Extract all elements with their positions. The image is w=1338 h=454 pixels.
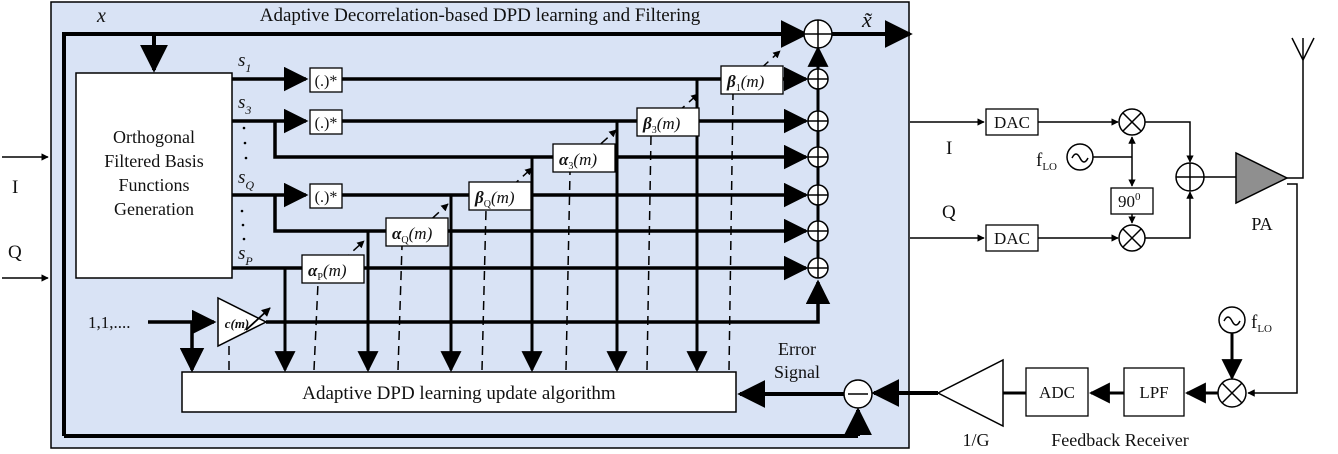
panel-title: Adaptive Decorrelation-based DPD learnin… [260,5,701,26]
svg-text:1/G: 1/G [963,430,990,450]
signal-sq-label: sQ [238,167,254,192]
coef-betaq: βQ(m) [468,181,532,211]
obfg-line-2: Filtered Basis [104,151,204,171]
obfg-line-4: Generation [114,199,194,219]
svg-text:fLO: fLO [1036,150,1057,173]
mixer-rx [1217,378,1247,408]
lo-oscillator-rx: fLO [1218,306,1272,335]
lo-oscillator-tx: fLO [1036,143,1094,173]
lpf-block: LPF [1123,367,1185,417]
adc-block: ADC [1025,367,1089,417]
svg-text:β3(m): β3(m) [642,114,681,136]
svg-text:αQ(m): αQ(m) [392,224,433,246]
ones-input-label: 1,1,.... [88,313,131,332]
svg-text:LPF: LPF [1139,383,1168,402]
coef-beta1: β1(m) [720,65,784,95]
coupler-line [1247,183,1298,397]
ellipsis-dots-lower [240,209,246,241]
update-algorithm-block [181,371,737,413]
mixer-i [1118,108,1146,136]
obfg-line-1: Orthogonal [113,127,195,147]
coef-alphap: αP(m) [301,254,365,284]
conj-block-sq: (.)* [309,183,343,209]
sq-path [273,195,809,244]
svg-text:(.)*: (.)* [315,189,338,206]
feedback-receiver-label: Feedback Receiver [1051,430,1188,450]
gain-cm-triangle: c(m) [217,296,271,348]
iq-combiner [1175,162,1205,192]
output-x-tilde-label: x̃ [861,7,872,32]
antenna-icon [1291,37,1315,61]
svg-text:βQ(m): βQ(m) [474,188,515,210]
tx-i-label: I [946,138,952,159]
svg-text:(.)*: (.)* [315,73,338,90]
svg-text:DAC: DAC [994,113,1030,132]
input-q-label: Q [8,242,22,263]
svg-text:DAC: DAC [994,229,1030,248]
tx-q-label: Q [942,202,956,223]
obfg-block [75,72,233,279]
update-algorithm-label: Adaptive DPD learning update algorithm [302,383,616,404]
s3-path [273,121,809,170]
svg-text:fLO: fLO [1251,312,1272,335]
input-i-label: I [12,177,18,198]
adder-column [803,19,833,279]
error-subtractor [843,379,873,409]
dac-i-block: DAC [985,108,1039,136]
svg-text:c(m): c(m) [225,316,250,331]
svg-text:αP(m): αP(m) [308,261,347,283]
conj-block-s1: (.)* [309,67,343,93]
mixer-q [1118,224,1146,252]
coef-beta3: β3(m) [636,107,700,137]
pa-to-antenna [1287,60,1304,179]
dac-q-block: DAC [985,224,1039,252]
signal-sp-label: sP [238,243,253,268]
ellipsis-dots-upper [242,126,248,160]
svg-text:PA: PA [1251,214,1272,234]
obfg-line-3: Functions [118,175,189,195]
signal-s1-label: s1 [238,50,251,75]
svg-text:β1(m): β1(m) [726,72,765,94]
signal-s3-label: s3 [238,92,251,117]
svg-text:ADC: ADC [1039,383,1075,402]
svg-text:α3(m): α3(m) [559,150,597,172]
coef-alpha3: α3(m) [552,143,616,173]
coef-alphaq: αQ(m) [385,217,449,247]
power-amplifier: PA [1235,151,1289,234]
attenuator-1g: 1/G [936,358,1004,450]
mixer-i-to-combiner [1145,121,1194,163]
input-x-label: x [96,5,106,27]
conj-block-s3: (.)* [309,109,343,135]
phase-shift-block: 900 [1110,187,1154,215]
mixer-q-to-combiner [1145,191,1194,239]
svg-text:900: 900 [1118,191,1141,211]
error-signal-line-1: Error [778,339,816,359]
svg-text:(.)*: (.)* [315,115,338,132]
error-signal-line-2: Signal [774,362,820,382]
